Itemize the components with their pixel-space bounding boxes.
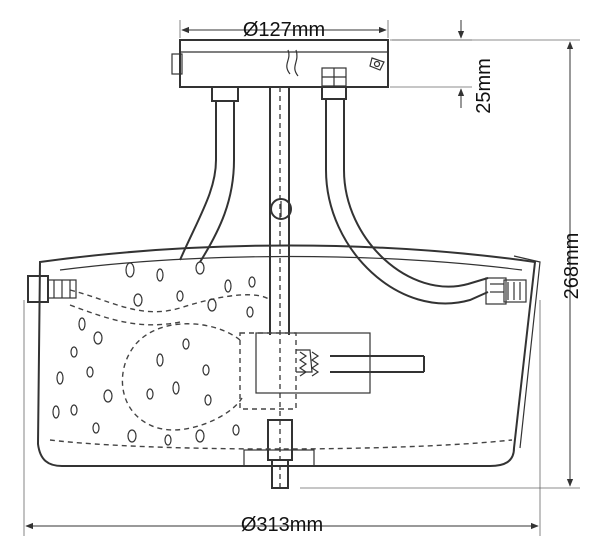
dimension-canopy-diameter [179,20,389,38]
canopy-height-label: 25mm [473,58,495,114]
canopy [171,39,389,88]
glass-shade [27,244,541,467]
center-rod [243,87,315,490]
total-height-label: 268mm [561,233,583,300]
shade-diameter-label: Ø313mm [241,514,323,536]
arms [179,86,527,305]
hidden-details [49,261,513,450]
dimension-shade-diameter [23,300,541,536]
dimension-total-height [300,39,580,489]
canopy-diameter-label: Ø127mm [243,19,325,41]
dimension-canopy-height [390,20,472,108]
